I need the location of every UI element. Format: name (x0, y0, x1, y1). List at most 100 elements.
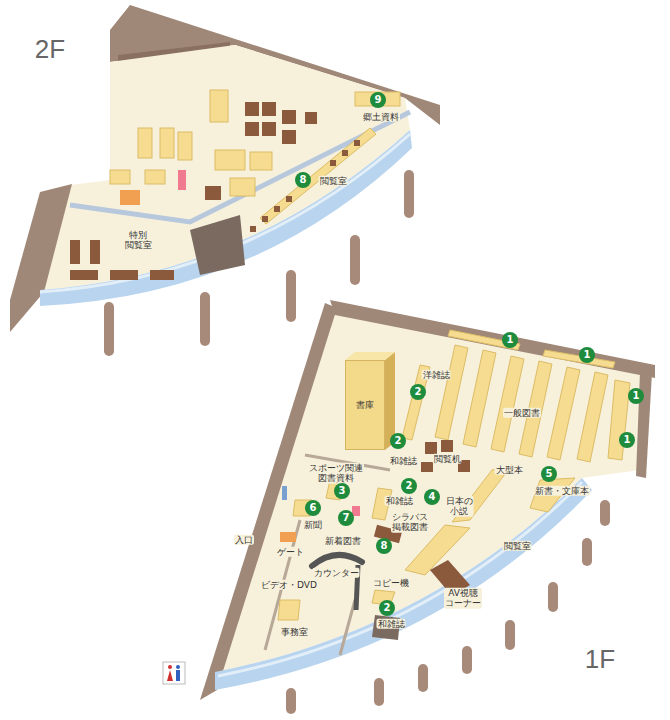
counter-gate (282, 486, 287, 500)
callout-number: 2 (379, 600, 395, 616)
area-label: 一般図書 (503, 408, 541, 418)
furniture (210, 90, 228, 122)
shelf (608, 380, 630, 460)
furniture (260, 128, 376, 224)
area-label: 和雑誌 (389, 456, 418, 466)
callout-number: 2 (401, 478, 417, 494)
callout-number: 2 (390, 433, 406, 449)
restroom-icon (163, 662, 185, 684)
callout-number: 9 (370, 92, 386, 108)
furniture (178, 132, 192, 160)
restroom-icon (167, 670, 173, 681)
floor-2f (70, 112, 410, 222)
restroom-icon (163, 662, 185, 684)
area-label: 閲覧机 (433, 454, 462, 464)
callout-number: 5 (541, 466, 557, 482)
furniture (110, 170, 130, 184)
furniture (138, 128, 152, 158)
pillar (200, 292, 210, 346)
area-label: コピー機 (372, 578, 410, 588)
area-label: AV視聴 コーナー (444, 588, 482, 609)
stairs-2f (120, 170, 245, 275)
restroom-icon (168, 665, 172, 669)
table (70, 102, 360, 280)
table (150, 270, 174, 280)
area-label: 特別 閲覧室 (124, 230, 153, 251)
stairs-2f (190, 215, 245, 275)
table (282, 130, 296, 144)
floor-2f (10, 184, 72, 332)
shelf (278, 330, 630, 620)
callout-number: 8 (376, 538, 392, 554)
table (342, 150, 348, 156)
book-stack (345, 360, 385, 450)
area-label: シラバス 掲載図書 (391, 512, 429, 533)
stairs-2f (120, 190, 140, 205)
pillar (350, 235, 360, 285)
table (262, 216, 268, 222)
book-stack (345, 352, 395, 450)
shelf (435, 345, 468, 440)
area-label: 和雑誌 (385, 496, 414, 506)
pillar (462, 646, 472, 674)
floor-1f (215, 478, 592, 690)
pillar (548, 582, 558, 612)
pillar (600, 500, 610, 526)
shelf (278, 600, 300, 620)
restroom-icon (176, 670, 180, 681)
callout-number: 2 (410, 384, 426, 400)
shelf (463, 350, 496, 447)
callout-number: 8 (295, 172, 311, 188)
floor-label: 2F (34, 35, 66, 65)
floor-2f (40, 134, 410, 292)
counter-gate (312, 555, 362, 566)
area-label: 和雑誌 (377, 619, 406, 629)
stack-room-box: 書庫 (345, 360, 385, 450)
shelf (577, 372, 608, 462)
floor-2f (40, 45, 410, 290)
pillar (286, 270, 296, 322)
area-label: ゲート (276, 547, 305, 557)
table (305, 112, 317, 124)
room-name: 書庫 (356, 399, 374, 412)
shelf (491, 356, 524, 452)
furniture (215, 150, 245, 170)
counter-gate (280, 486, 400, 640)
book-stack (345, 352, 395, 360)
area-label: 新着図書 (324, 536, 362, 546)
callout-number: 4 (424, 489, 440, 505)
floor-2f (10, 5, 440, 332)
table (245, 122, 259, 136)
table (262, 102, 276, 116)
pillar (374, 678, 384, 706)
callout-number: 7 (338, 510, 354, 526)
pillar (418, 664, 428, 692)
pillar (104, 302, 114, 356)
area-label: カウンター (313, 568, 360, 578)
furniture (145, 170, 165, 184)
floor-1f (218, 482, 582, 676)
area-label: 新書・文庫本 (534, 486, 590, 496)
table (245, 102, 259, 116)
shelf (448, 330, 520, 350)
table (205, 186, 221, 200)
table (286, 196, 292, 202)
table (441, 440, 453, 452)
callout-number: 1 (619, 432, 635, 448)
table (90, 240, 100, 264)
area-label: 大型本 (495, 465, 524, 475)
table (70, 270, 98, 280)
table (330, 160, 336, 166)
table (262, 122, 276, 136)
floor-2f (40, 130, 412, 306)
table (354, 140, 360, 146)
pillar (404, 170, 414, 218)
callout-number: 3 (334, 483, 350, 499)
area-label: 事務室 (280, 627, 309, 637)
area-label: 入口 (234, 535, 254, 545)
area-label: 洋雑誌 (422, 370, 451, 380)
table (282, 110, 296, 124)
table (110, 270, 138, 280)
